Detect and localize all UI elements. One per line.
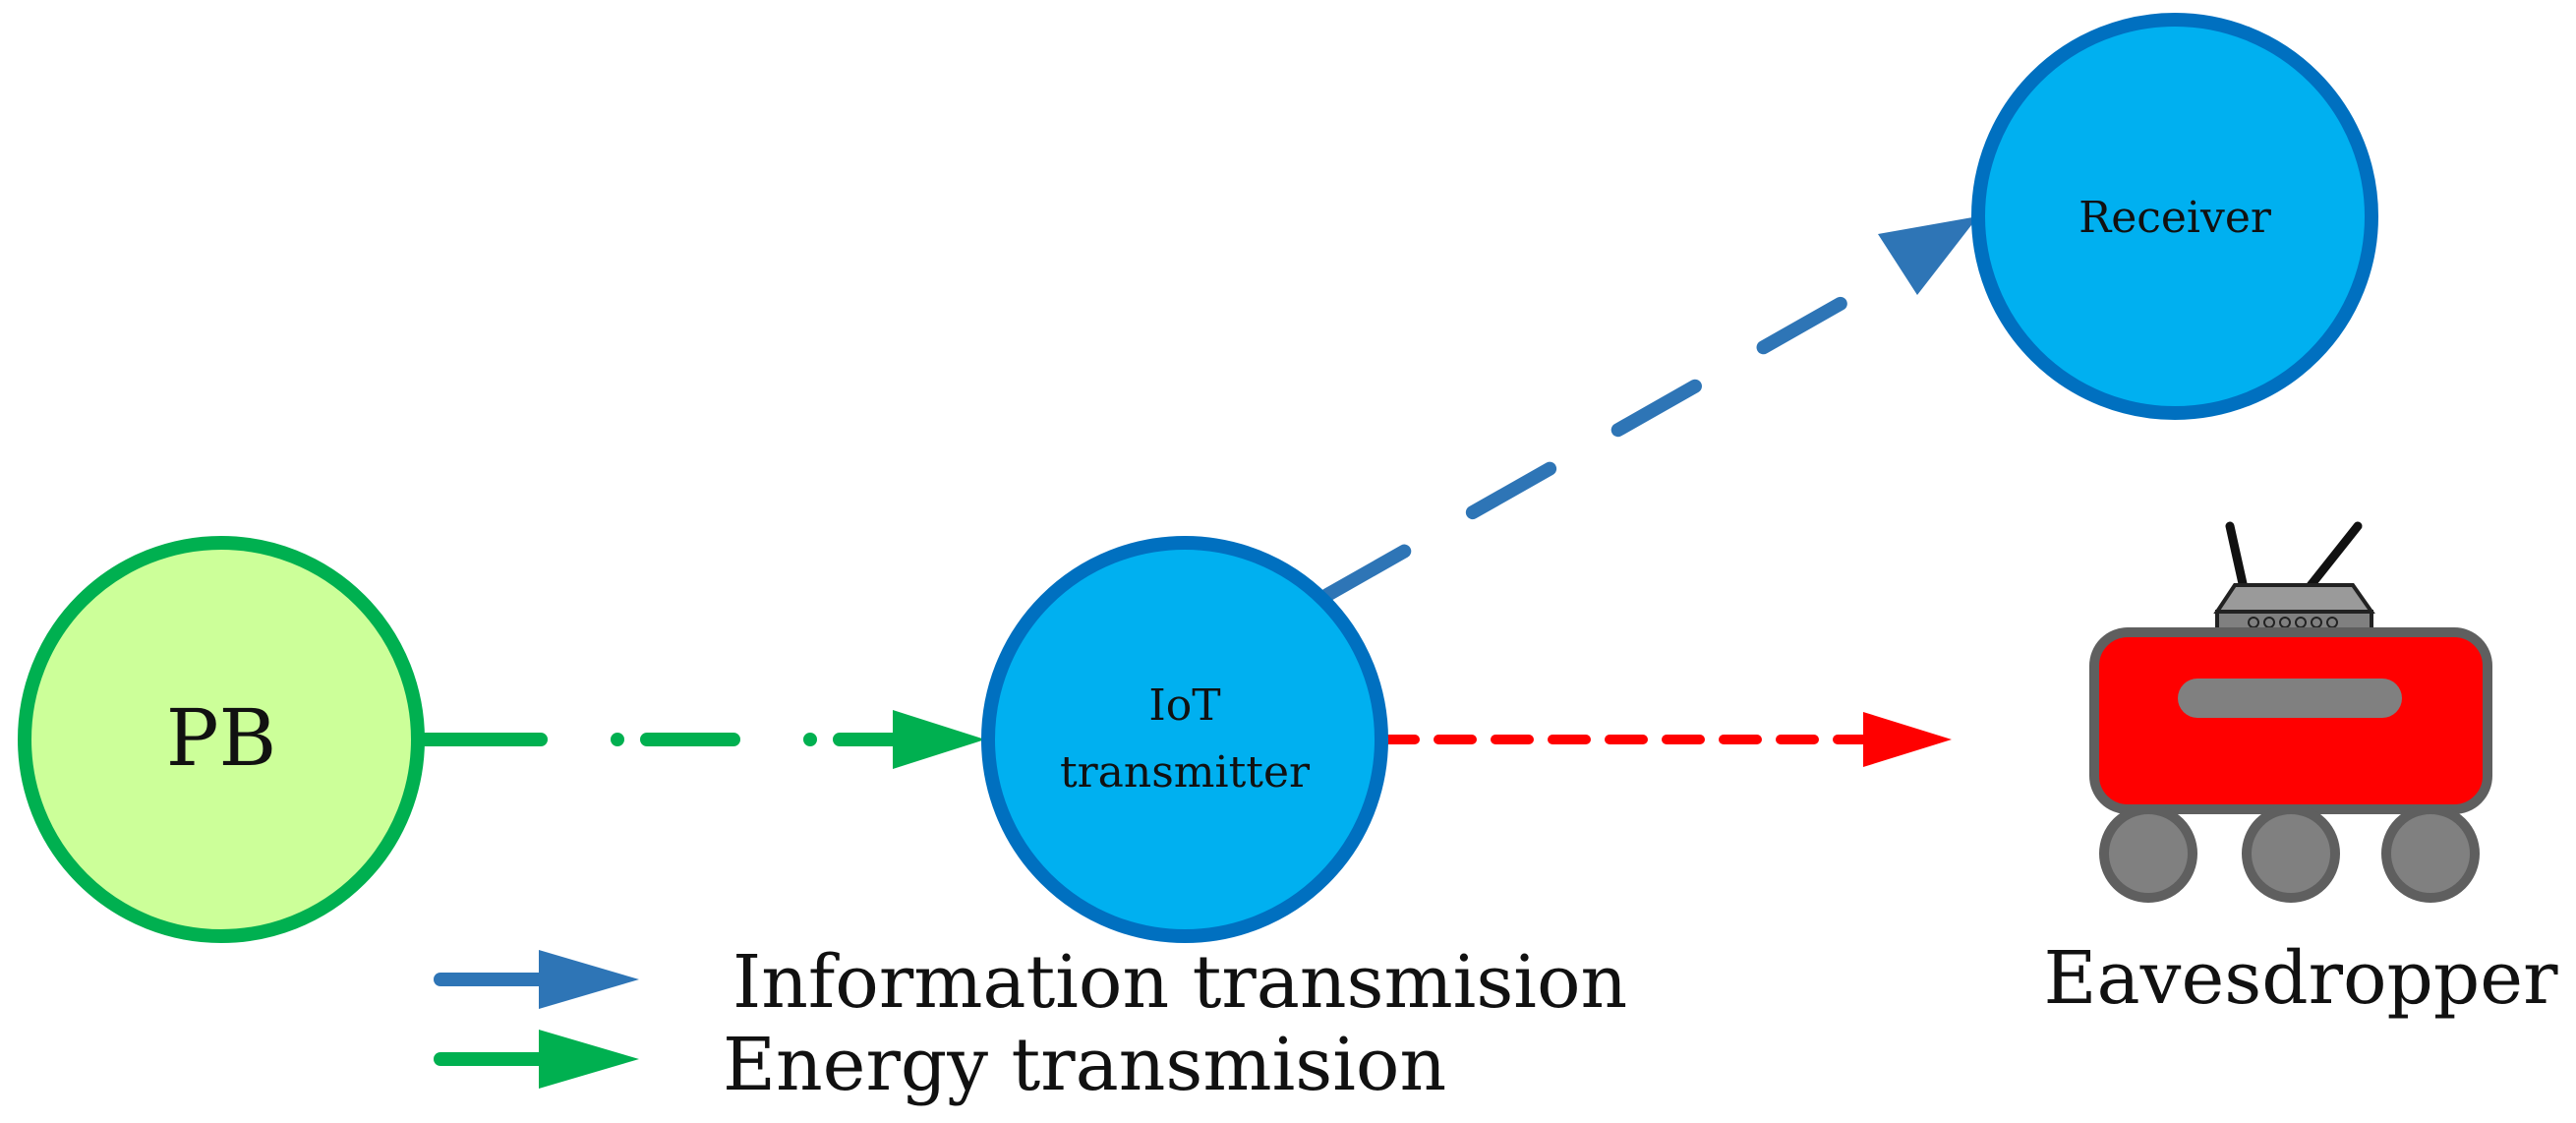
energy-link [418,710,985,769]
information-link [1320,216,1978,602]
iot-transmitter-label-line2: transmitter [1060,747,1311,798]
robot-antenna-left [2225,521,2249,593]
robot-body [2089,627,2492,814]
legend-energy-item: Energy transmision [434,1023,1446,1107]
receiver-circle [1971,13,2378,420]
information-link-dashed-line [1320,278,1880,602]
legend: Information transmision Energy transmisi… [434,940,1627,1107]
eavesdropper-label: Eavesdropper [2044,936,2559,1021]
robot-router-roof [2213,583,2375,614]
legend-energy-label: Energy transmision [723,1023,1446,1107]
iot-transmitter-circle [981,536,1388,943]
eavesdrop-link-arrowhead [1863,712,1952,767]
receiver-node: Receiver [1971,13,2378,420]
robot-wheel-middle [2242,804,2340,903]
energy-link-arrowhead [893,710,985,769]
legend-information-item: Information transmision [434,940,1627,1025]
iot-transmitter-node: IoT transmitter [981,536,1388,943]
iot-transmitter-label-line1: IoT [1148,680,1220,731]
robot-wheel-left [2099,804,2197,903]
legend-information-arrowhead [539,950,639,1009]
pb-circle [18,536,425,943]
robot-wheel-right [2381,804,2480,903]
pb-node: PB [18,536,425,943]
legend-information-label: Information transmision [732,940,1627,1025]
eavesdrop-link [1376,712,1952,767]
eavesdropper-robot-icon [2089,521,2492,903]
robot-window [2178,679,2402,718]
pb-label: PB [166,692,277,784]
legend-energy-arrowhead [539,1030,639,1089]
receiver-label: Receiver [2078,193,2272,243]
information-link-arrowhead [1878,216,1978,295]
robot-antenna-right [2304,521,2363,593]
